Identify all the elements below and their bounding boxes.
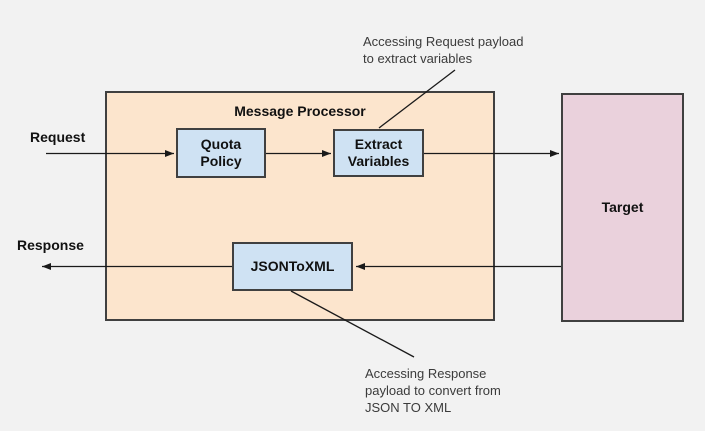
request-payload-annotation: Accessing Request payload to extract var… xyxy=(363,34,524,66)
response-payload-annotation: Accessing Response payload to convert fr… xyxy=(365,366,501,415)
jsontoxml-node: JSONToXML xyxy=(232,242,353,291)
quota-policy-node: Quota Policy xyxy=(176,128,266,178)
response-label: Response xyxy=(17,237,84,253)
extract-variables-node: Extract Variables xyxy=(333,129,424,177)
target-node: Target xyxy=(561,93,684,322)
request-label: Request xyxy=(30,129,86,145)
message-processor-title: Message Processor xyxy=(234,103,366,119)
